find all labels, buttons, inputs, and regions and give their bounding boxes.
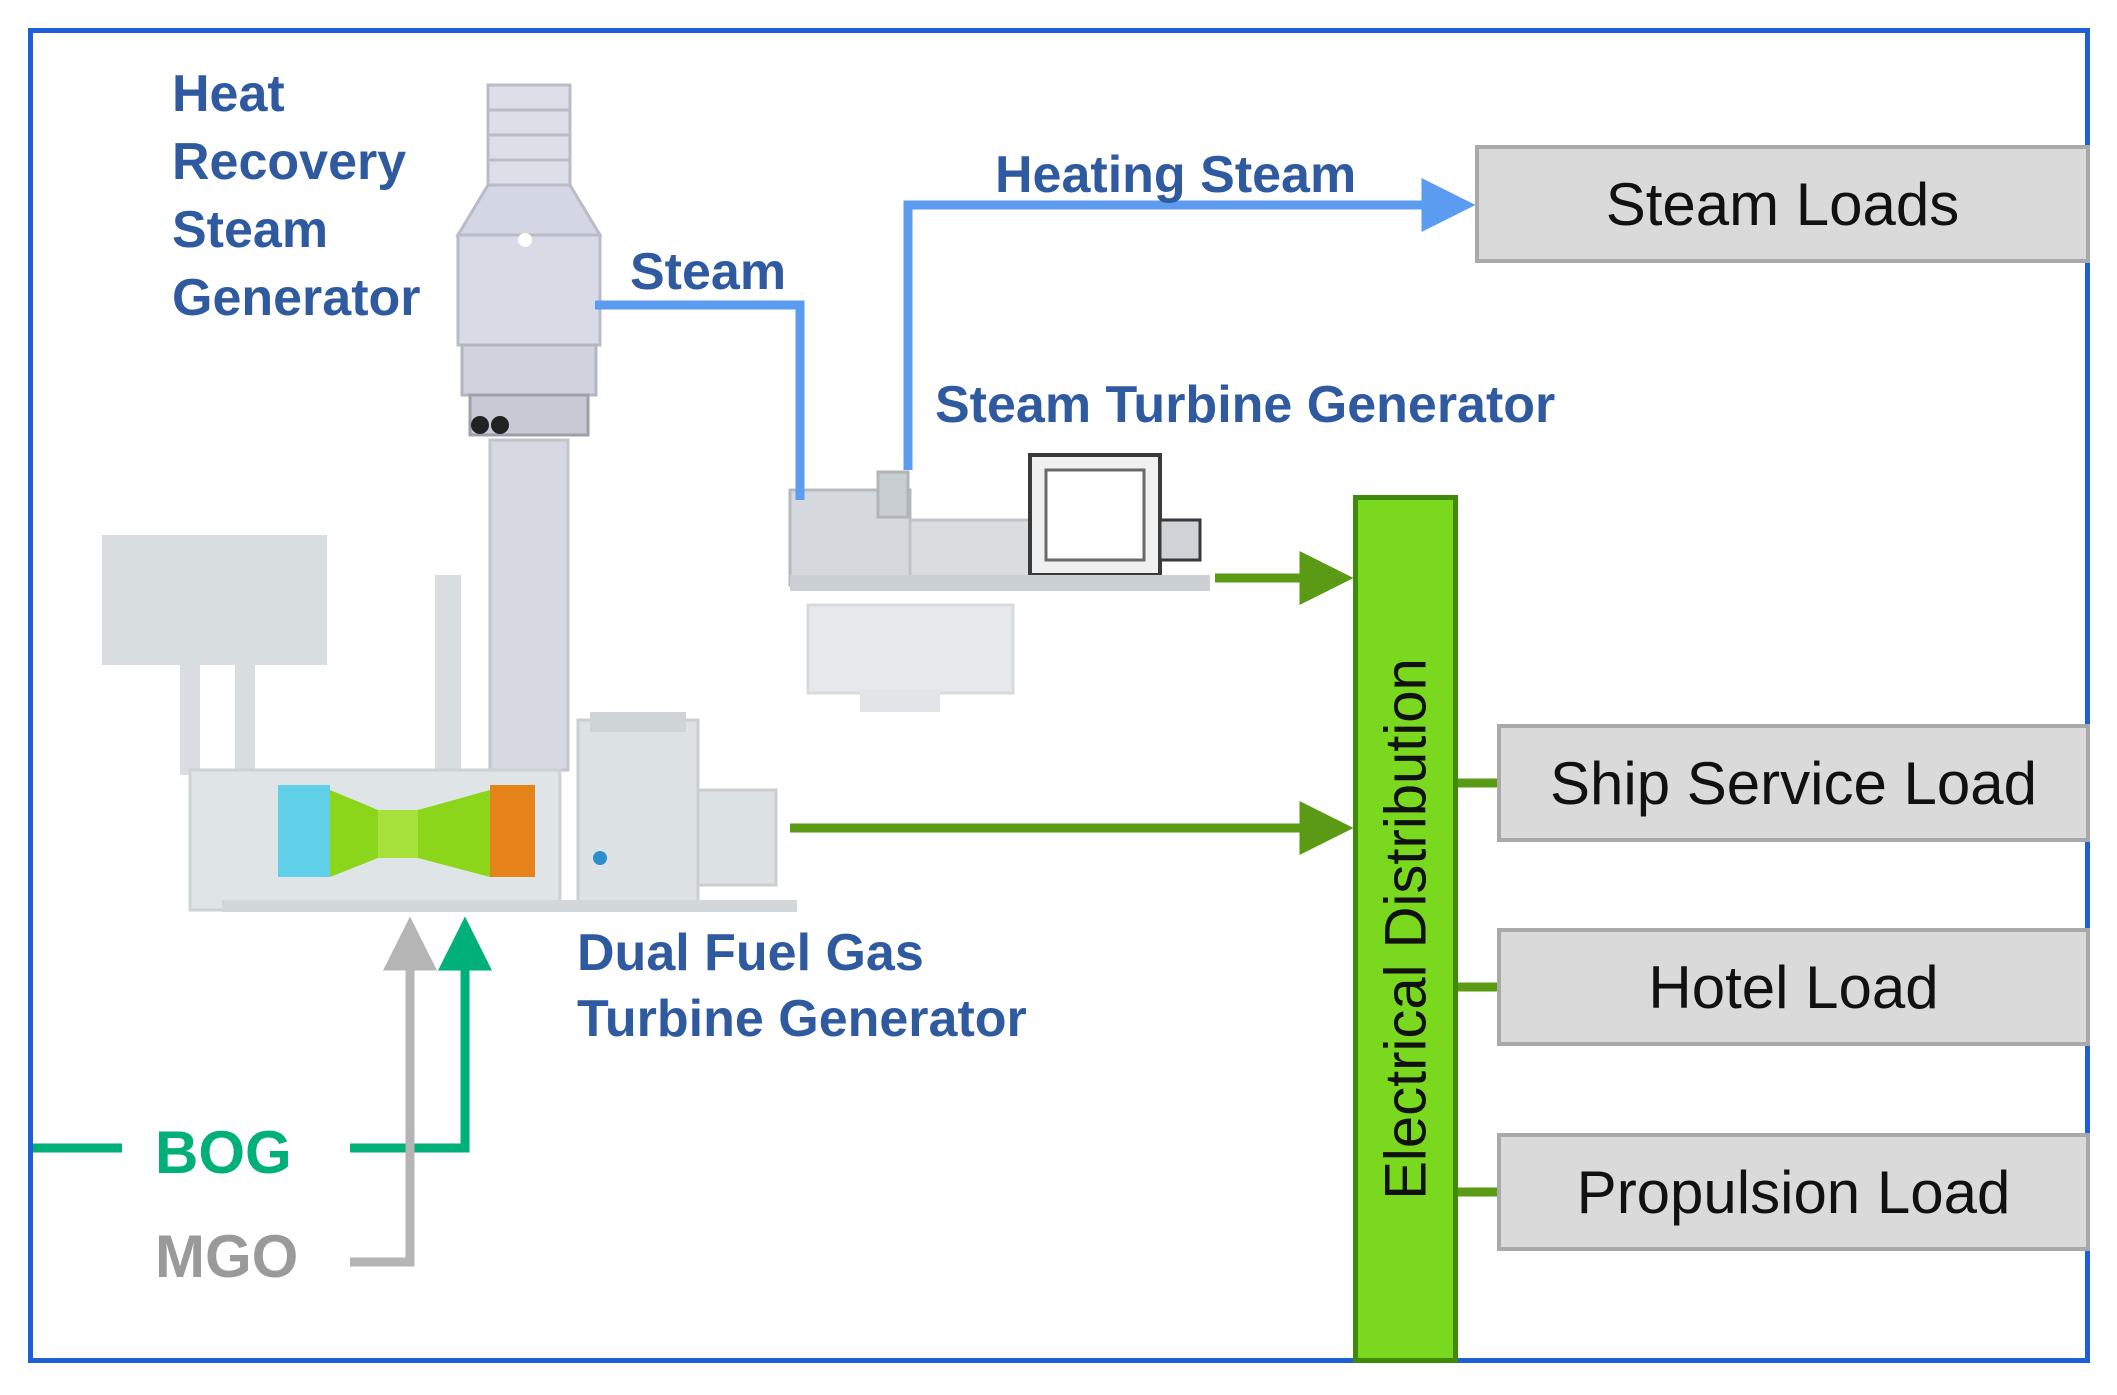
- electrical-distribution-label: Electrical Distribution: [1373, 658, 1438, 1200]
- hrsg-label: Heat Recovery Steam Generator: [172, 65, 421, 327]
- heating-steam-label: Heating Steam: [995, 146, 1357, 204]
- steam-turbine-generator-label: Steam Turbine Generator: [935, 376, 1556, 434]
- steam-turbine-generator-graphic: [788, 453, 1210, 712]
- propulsion-load-box: Propulsion Load: [1497, 1133, 2090, 1251]
- dual-fuel-gtg-label: Dual Fuel Gas Turbine Generator: [577, 924, 1027, 1048]
- bog-line: [350, 916, 492, 1153]
- mgo-label: MGO: [155, 1223, 299, 1290]
- heating-steam-line: [903, 178, 1476, 470]
- gas-turbine-generator-graphic: [102, 535, 797, 912]
- steam-line: [595, 300, 805, 500]
- bog-label: BOG: [155, 1119, 292, 1186]
- ship-service-load-box: Ship Service Load: [1497, 724, 2090, 842]
- electrical-distribution-bus: Electrical Distribution: [1353, 495, 1458, 1363]
- hrsg-unit-graphic: [455, 83, 603, 772]
- hotel-load-box: Hotel Load: [1497, 928, 2090, 1046]
- mgo-line: [350, 916, 437, 1267]
- steam-label: Steam: [630, 243, 787, 301]
- steam-loads-box: Steam Loads: [1475, 145, 2090, 263]
